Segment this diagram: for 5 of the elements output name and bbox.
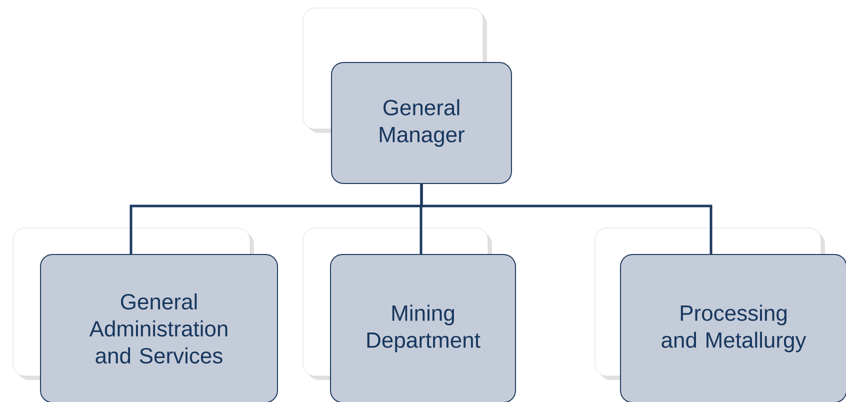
org-box: Processing and Metallurgy	[594, 228, 846, 402]
org-box: General Administration and Services	[12, 228, 278, 402]
connector-line	[420, 184, 712, 254]
org-box: Mining Department	[302, 228, 516, 402]
org-box: General Manager	[302, 8, 512, 184]
